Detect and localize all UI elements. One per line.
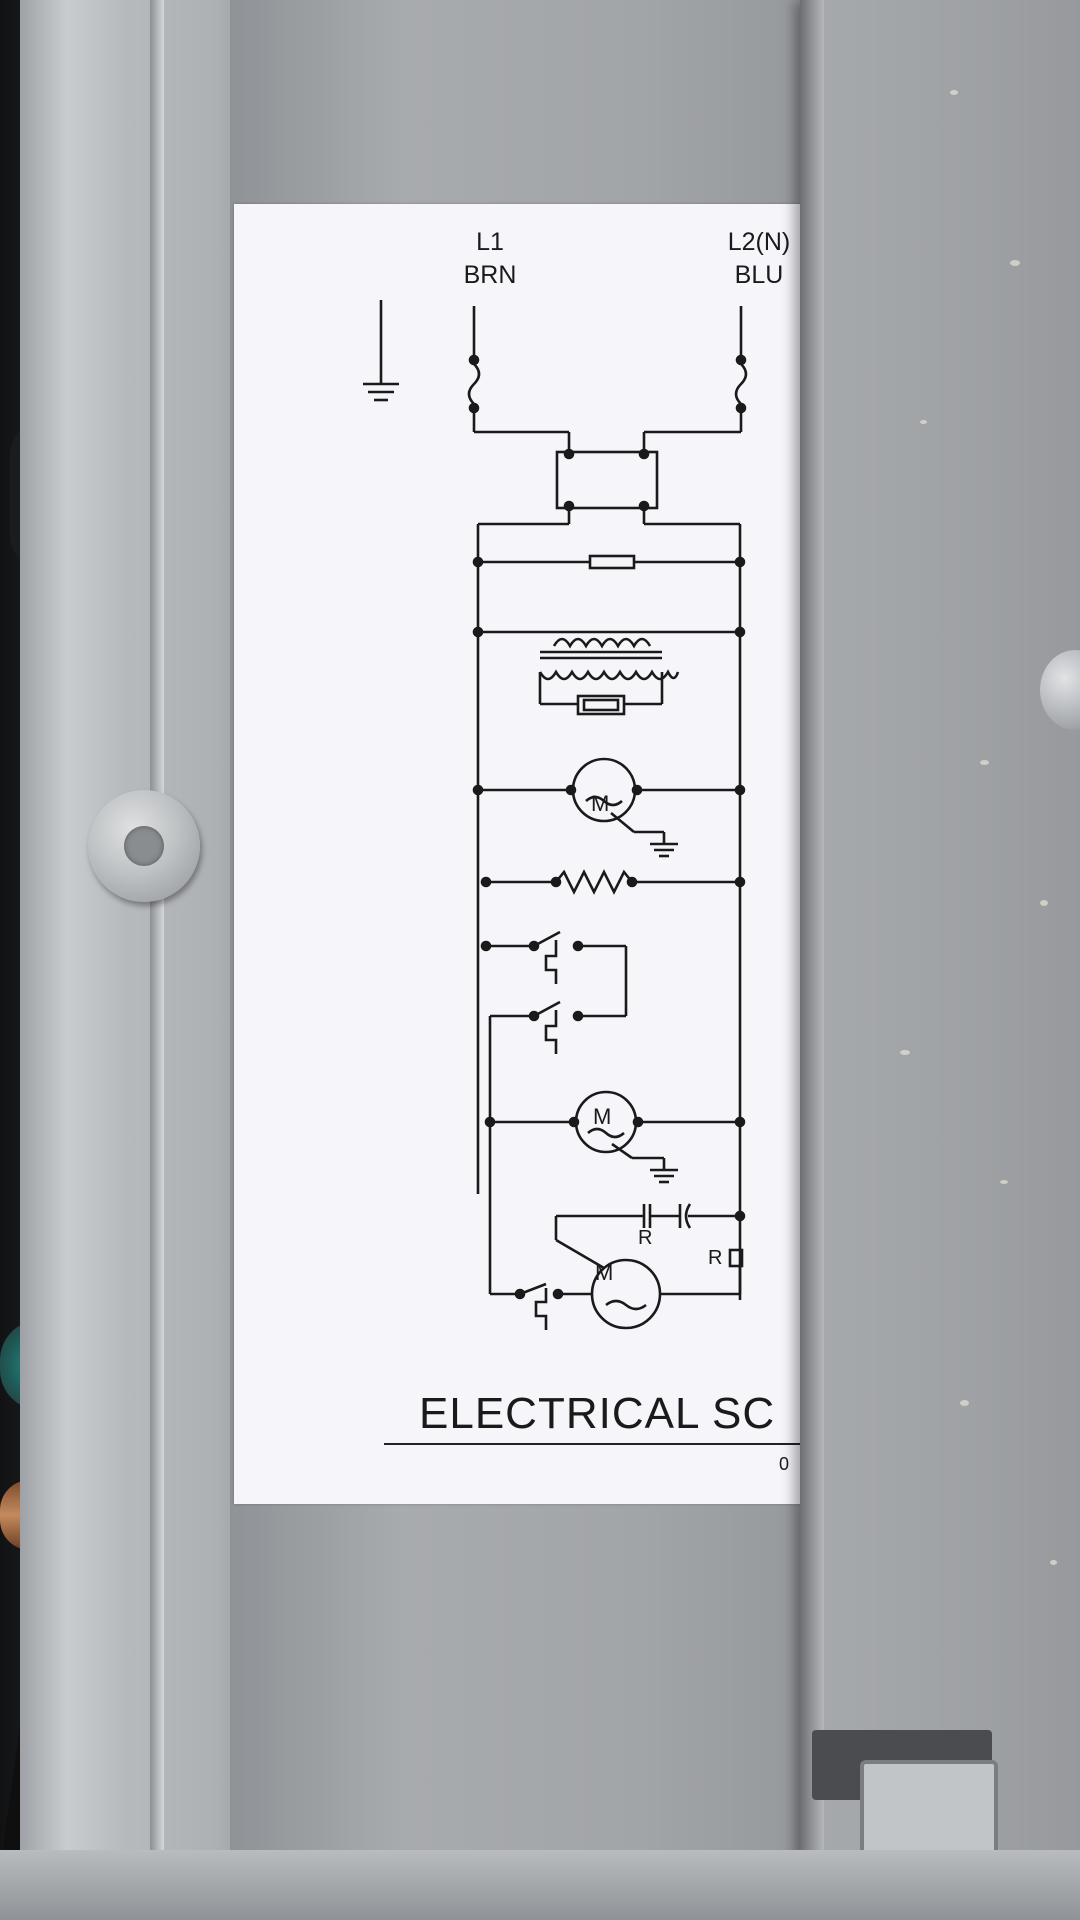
dust-speck <box>960 1400 969 1406</box>
fuse-icon <box>467 306 571 452</box>
bottom-rail <box>0 1850 1080 1920</box>
motor-icon <box>490 1258 742 1330</box>
dust-speck <box>900 1050 910 1055</box>
dust-speck <box>920 420 927 424</box>
transformer-icon <box>472 626 746 716</box>
l1-terminal-label: L1 BRN <box>450 226 530 292</box>
dust-speck <box>1000 1180 1008 1184</box>
l2-wire-color: BLU <box>734 261 784 289</box>
resistor-icon <box>480 869 746 895</box>
fuse-icon <box>472 554 746 570</box>
capacitor-icon <box>554 1203 746 1270</box>
run-capacitor-tag: R <box>638 1227 653 1249</box>
dust-speck <box>1040 900 1048 906</box>
wiring-diagram-label: L1 BRN L2(N) BLU M M M R R ELECTRICAL SC… <box>234 204 808 1504</box>
title-underline <box>384 1443 808 1445</box>
motor-icon <box>472 757 746 858</box>
screw-icon <box>88 790 200 902</box>
thermal-switch-icon <box>488 1000 626 1294</box>
motor-icon <box>484 1090 746 1184</box>
dust-speck <box>950 90 958 95</box>
ground-icon <box>363 300 399 402</box>
relay-tag: R <box>708 1247 723 1269</box>
terminal-block <box>478 448 740 526</box>
motor-letter: M <box>591 791 610 816</box>
schematic-drawing <box>363 300 748 1330</box>
motor-letter: M <box>593 1104 612 1129</box>
motor-letter: M <box>595 1260 614 1285</box>
rail-edge <box>150 0 164 1920</box>
door-edge <box>800 0 824 1920</box>
dust-speck <box>1050 1560 1057 1565</box>
l1-wire-color: BRN <box>463 261 517 289</box>
cabinet-door <box>800 0 1080 1920</box>
fuse-icon <box>642 306 748 452</box>
l2-terminal-label: L2(N) BLU <box>704 226 808 292</box>
label-title: ELECTRICAL SC <box>419 1389 776 1438</box>
thermal-switch-icon <box>480 930 628 1016</box>
l1-line-name: L1 <box>476 228 504 256</box>
l2-line-name: L2(N) <box>727 228 791 256</box>
label-subtitle: 0 <box>779 1454 790 1474</box>
dust-speck <box>1010 260 1020 266</box>
dust-speck <box>980 760 989 765</box>
